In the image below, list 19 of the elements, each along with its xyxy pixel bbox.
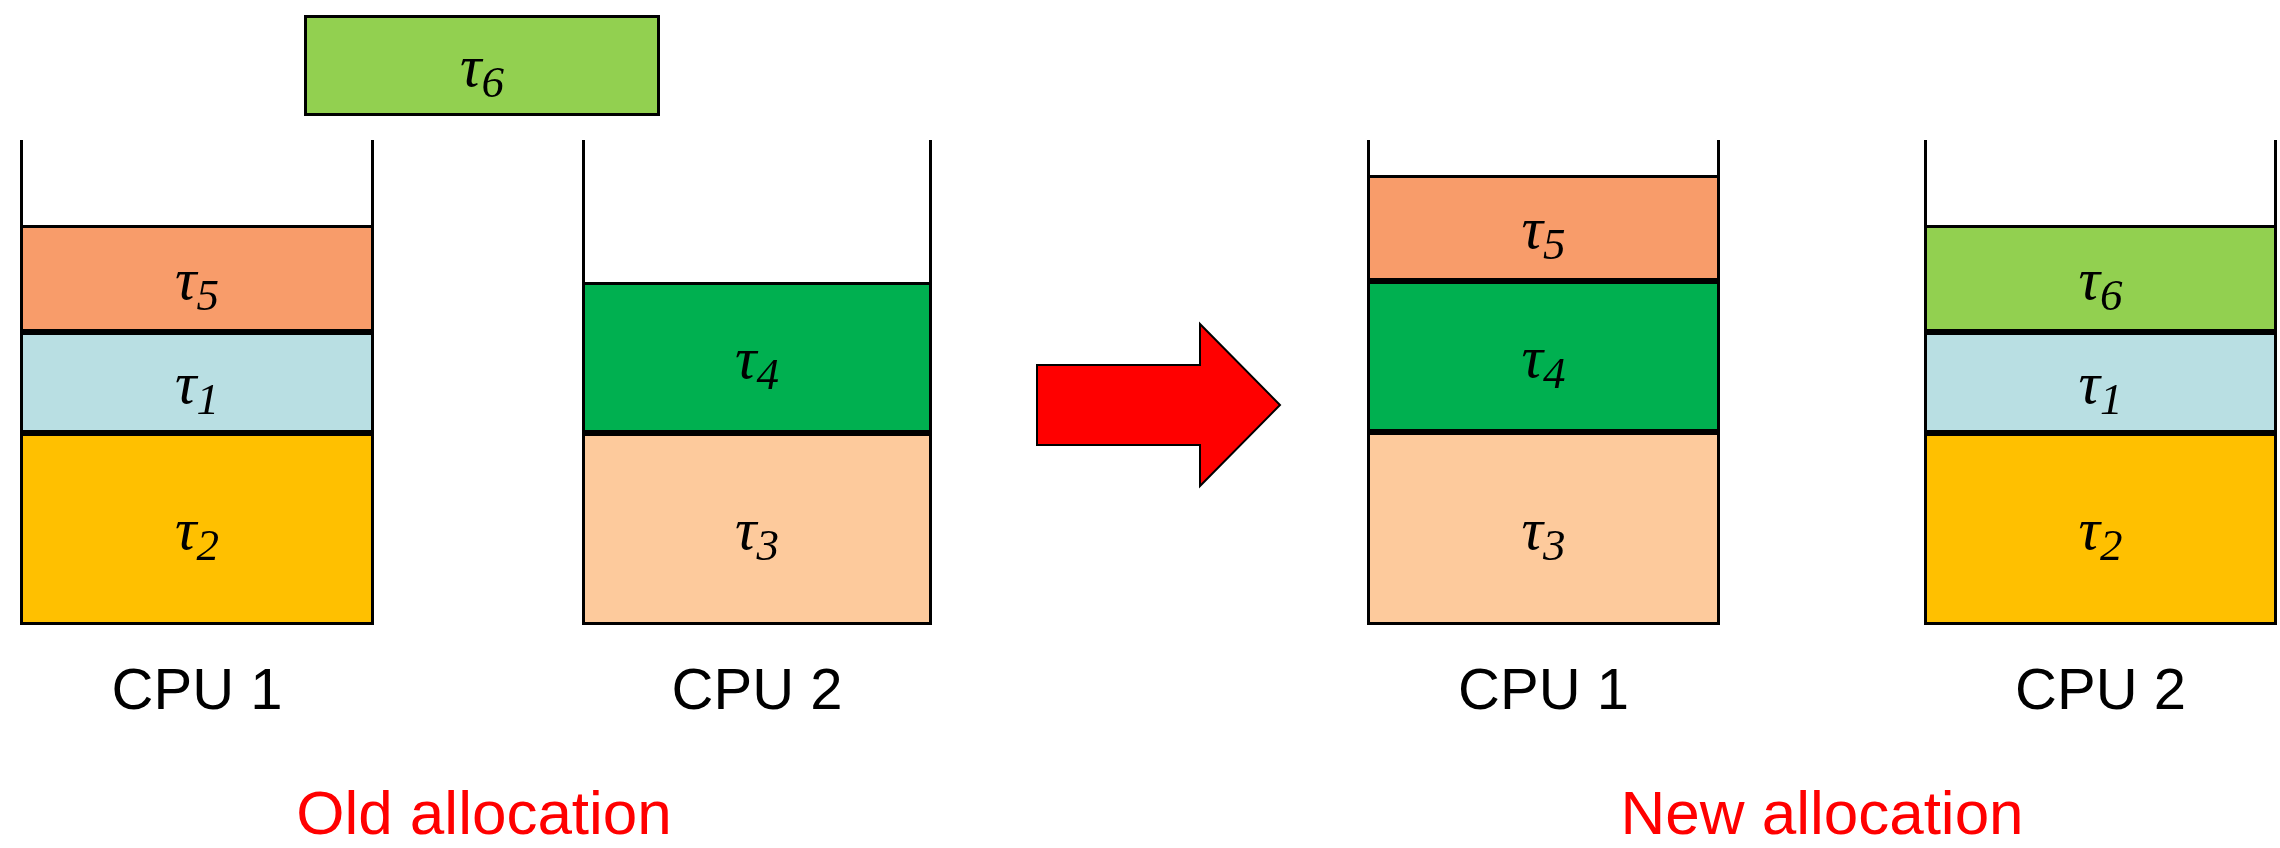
cpu-label: CPU 2	[670, 660, 844, 718]
caption-text: Old allocation	[296, 782, 672, 844]
task-block: τ$_{3}$	[1367, 432, 1720, 625]
cpu-label: CPU 1	[110, 660, 284, 718]
task-block: τ$_{5}$	[1367, 175, 1720, 281]
block-arrow	[1036, 321, 1282, 489]
task-block: τ$_{4}$	[582, 282, 932, 433]
task-block: τ$_{2}$	[1924, 433, 2277, 625]
task-block: τ$_{6}$	[1924, 225, 2277, 332]
task-block: τ$_{5}$	[20, 225, 374, 332]
task-block: τ$_{1}$	[20, 332, 374, 433]
task-block: τ$_{3}$	[582, 433, 932, 625]
caption-text: New allocation	[1620, 782, 2024, 844]
task-block: τ$_{2}$	[20, 433, 374, 625]
task-block: τ$_{1}$	[1924, 332, 2277, 433]
cpu-label: CPU 2	[2014, 660, 2187, 718]
task-block: τ$_{4}$	[1367, 281, 1720, 432]
task-block: τ$_{6}$	[304, 15, 660, 116]
cpu-label: CPU 1	[1457, 660, 1630, 718]
